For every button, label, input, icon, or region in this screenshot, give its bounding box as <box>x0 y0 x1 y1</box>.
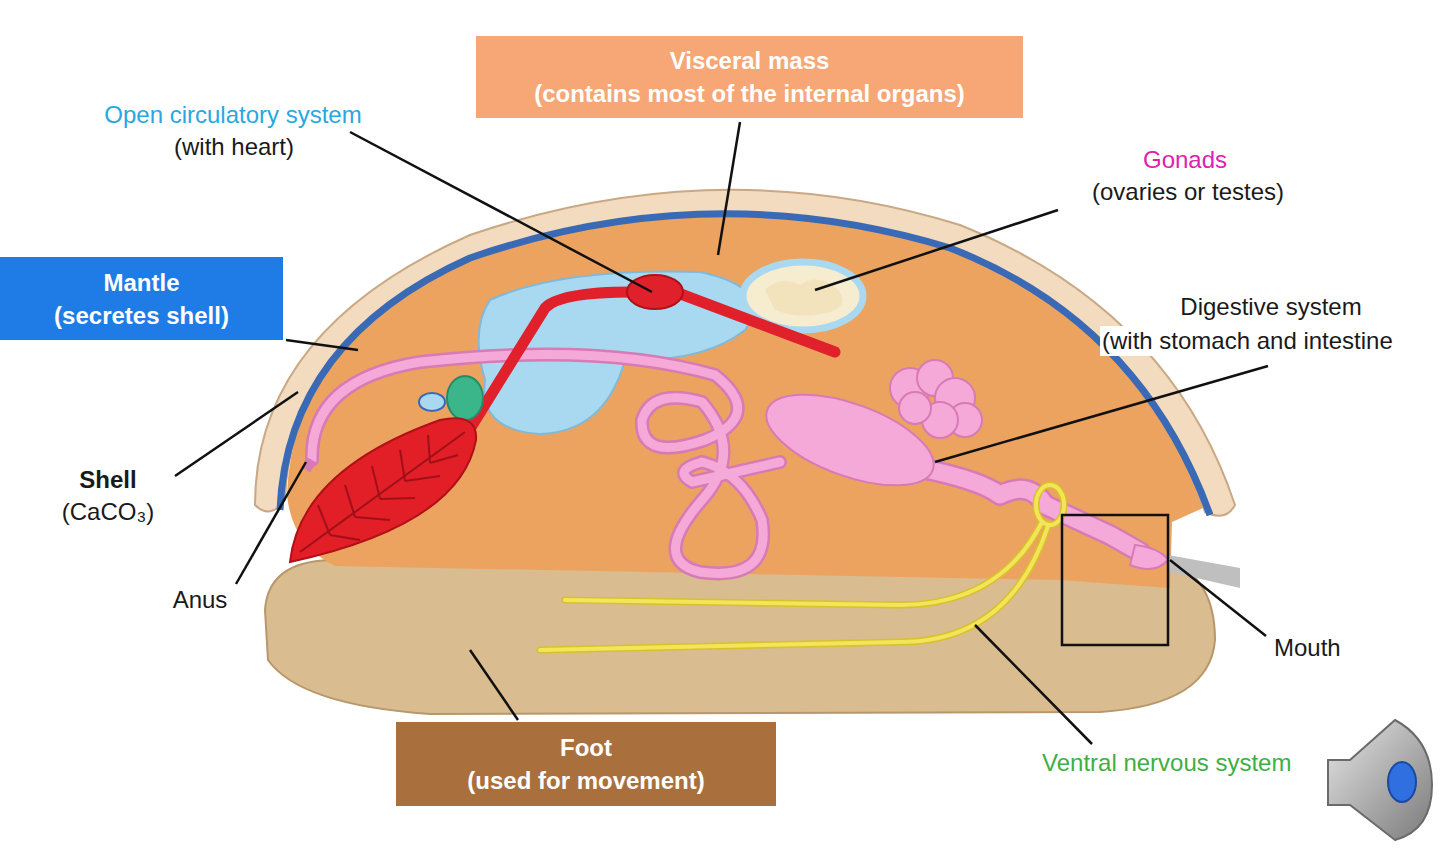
part-label: (with stomach and intestine <box>1100 326 1395 356</box>
part-label: Mouth <box>1272 633 1343 663</box>
nerve-cords-highlight <box>540 485 1064 650</box>
gill <box>290 418 476 562</box>
stomach <box>755 376 945 504</box>
anus-opening <box>306 460 312 470</box>
radula <box>1168 555 1240 588</box>
part-label: Anus <box>171 585 230 615</box>
inset-frame <box>1062 515 1168 645</box>
region-title: Foot <box>560 731 612 764</box>
part-label: Shell <box>77 465 138 495</box>
mouth-lips <box>1130 545 1168 569</box>
region-box: Foot(used for movement) <box>396 722 776 806</box>
region-note: (used for movement) <box>467 764 704 797</box>
part-label: (ovaries or testes) <box>1090 177 1286 207</box>
part-label: (with heart) <box>172 132 296 162</box>
part-label: (CaCO₃) <box>60 497 156 527</box>
nephridium-duct <box>419 393 445 411</box>
gill-filaments <box>300 432 465 552</box>
region-title: Visceral mass <box>670 44 830 77</box>
region-box: Mantle(secretes shell) <box>0 257 283 340</box>
leader-lines <box>175 122 1268 744</box>
part-label: Ventral nervous system <box>1040 748 1293 778</box>
nephridium <box>447 376 483 420</box>
region-note: (contains most of the internal organs) <box>534 77 965 110</box>
region-note: (secretes shell) <box>54 299 229 332</box>
part-label: Open circulatory system <box>102 100 363 130</box>
heart <box>627 275 683 309</box>
part-label: Gonads <box>1141 145 1229 175</box>
region-title: Mantle <box>103 266 179 299</box>
part-label: Digestive system <box>1178 292 1363 322</box>
digestive-gland <box>890 360 982 438</box>
speaker-icon <box>1328 720 1432 840</box>
region-box: Visceral mass(contains most of the inter… <box>476 36 1023 118</box>
blood-vessels <box>468 292 835 432</box>
foot-shape <box>265 560 1215 714</box>
nerve-cords <box>540 485 1064 650</box>
